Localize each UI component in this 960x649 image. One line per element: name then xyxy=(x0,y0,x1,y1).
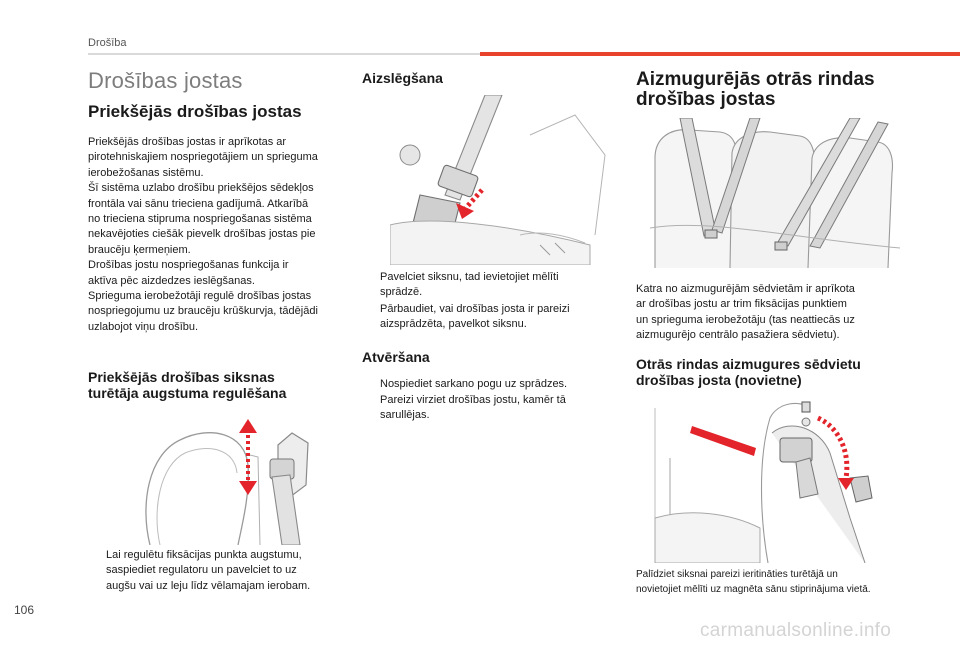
body-line: ierobežošanas sistēmu. xyxy=(88,166,204,179)
bullet-icon xyxy=(362,270,380,301)
bullet-line: Nospiediet sarkano pogu uz sprādzes. xyxy=(380,377,568,390)
instruction-bullet: Pavelciet siksnu, tad ievietojiet mēlīti… xyxy=(362,270,620,301)
body-line: frontāla vai sānu trieciena gadījumā. At… xyxy=(88,197,309,210)
height-adjust-heading: Priekšējās drošības siksnas turētāja aug… xyxy=(88,369,356,401)
fastening-instructions: Pavelciet siksnu, tad ievietojiet mēlīti… xyxy=(362,270,620,425)
column-middle: Aizslēgšana xyxy=(362,60,620,86)
heading-line: Priekšējās drošības siksnas xyxy=(88,369,275,386)
illustration-side-belt-storage xyxy=(654,401,873,563)
bullet-line: saspiediet regulatoru un pavelciet to uz xyxy=(106,564,297,577)
side-belt-heading: Otrās rindas aizmugures sēdvietu drošība… xyxy=(636,356,904,388)
unfastening-heading: Atvēršana xyxy=(362,348,430,365)
instruction-bullet: Pārbaudiet, vai drošības josta ir pareiz… xyxy=(362,302,620,333)
body-line: Drošības jostu nospriegošanas funkcija i… xyxy=(88,259,289,272)
instruction-bullet: Lai regulētu fiksācijas punkta augstumu,… xyxy=(88,548,356,594)
heading-line: turētāja augstuma regulēšana xyxy=(88,385,287,402)
heading-line: drošības josta (novietne) xyxy=(636,371,802,388)
body-line: nospriegojumu uz braucēju krūškurvja, tā… xyxy=(88,305,318,318)
body-line: Šī sistēma uzlabo drošību priekšējos sēd… xyxy=(88,182,314,195)
body-line: un sprieguma ierobežotāju (tas neattiecā… xyxy=(636,313,855,326)
watermark-text: carmanualsonline.info xyxy=(700,620,892,641)
front-belts-heading: Priekšējās drošības jostas xyxy=(88,102,302,121)
front-belts-body: Priekšējās drošības jostas ir aprīkotas … xyxy=(88,135,356,335)
body-line: Katra no aizmugurējām sēdvietām ir aprīk… xyxy=(636,283,855,295)
bullet-line: sprādzē. xyxy=(380,286,423,299)
heading-line: drošības jostas xyxy=(636,89,776,110)
rear-belts-heading: Aizmugurējās otrās rindas drošības josta… xyxy=(636,70,904,110)
column-left: Drošības jostas Priekšējās drošības jost… xyxy=(88,60,356,401)
body-line: aizmugurējo centrālo pasažiera sēdvietu)… xyxy=(636,329,840,342)
column-right: Aizmugurējās otrās rindas drošības josta… xyxy=(636,60,904,110)
body-line: nekavējoties ciešāk pievelk drošības jos… xyxy=(88,228,316,241)
bullet-icon xyxy=(362,377,380,392)
bullet-line: aizsprādzēta, pavelkot siksnu. xyxy=(380,318,527,331)
rear-belts-text: Katra no aizmugurējām sēdvietām ir aprīk… xyxy=(636,282,904,388)
bullet-icon xyxy=(362,393,380,424)
body-line: braucēju ķermeņiem. xyxy=(88,243,191,256)
bullet-line: augšu vai uz leju līdz vēlamajam ierobam… xyxy=(106,579,311,592)
bullet-line: Pareizi virziet drošības jostu, kamēr tā xyxy=(380,394,566,407)
bullet-line: Pārbaudiet, vai drošības josta ir pareiz… xyxy=(380,302,570,315)
bullet-line: Pavelciet siksnu, tad ievietojiet mēlīti xyxy=(380,271,559,283)
bullet-line: Lai regulētu fiksācijas punkta augstumu, xyxy=(106,549,302,561)
illustration-height-adjuster xyxy=(145,419,309,545)
bullet-icon xyxy=(88,548,106,594)
illustration-buckle-fastening xyxy=(390,95,606,265)
header-section-label: Drošība xyxy=(88,37,127,49)
height-adjust-instructions: Lai regulētu fiksācijas punkta augstumu,… xyxy=(88,548,356,595)
body-line: no trieciena stipruma nospriegošanas sis… xyxy=(88,213,312,226)
page-title: Drošības jostas xyxy=(88,68,243,93)
side-belt-caption: Palīdziet siksnai pareizi ieritināties t… xyxy=(636,567,904,597)
heading-line: Otrās rindas aizmugures sēdvietu xyxy=(636,355,861,372)
fastening-heading: Aizslēgšana xyxy=(362,70,443,86)
body-line: ar drošības jostu ar trim fiksācijas pun… xyxy=(636,298,847,311)
bullet-line: sarullējas. xyxy=(380,409,430,422)
body-line: Sprieguma ierobežotāji regulē drošības j… xyxy=(88,290,312,303)
bullet-icon xyxy=(362,302,380,333)
body-line: pirotehniskajiem nospriegotājiem un spri… xyxy=(88,151,318,164)
illustration-rear-seats xyxy=(650,118,900,268)
caption-line: novietojiet mēlīti uz magnēta sānu stipr… xyxy=(636,584,871,595)
page-number: 106 xyxy=(14,603,35,617)
rear-belts-body: Katra no aizmugurējām sēdvietām ir aprīk… xyxy=(636,282,904,344)
header-divider xyxy=(88,53,480,55)
body-line: Priekšējās drošības jostas ir aprīkotas … xyxy=(88,136,287,148)
heading-line: Aizmugurējās otrās rindas xyxy=(636,69,875,90)
header-accent-bar xyxy=(480,52,960,56)
instruction-bullet: Pareizi virziet drošības jostu, kamēr tā… xyxy=(362,393,620,424)
caption-line: Palīdziet siksnai pareizi ieritināties t… xyxy=(636,569,838,580)
body-line: aktīva pēc aizdedzes ieslēgšanas. xyxy=(88,274,255,287)
body-line: uzlabojot viņu drošību. xyxy=(88,320,199,333)
instruction-bullet: Nospiediet sarkano pogu uz sprādzes. xyxy=(362,377,620,392)
